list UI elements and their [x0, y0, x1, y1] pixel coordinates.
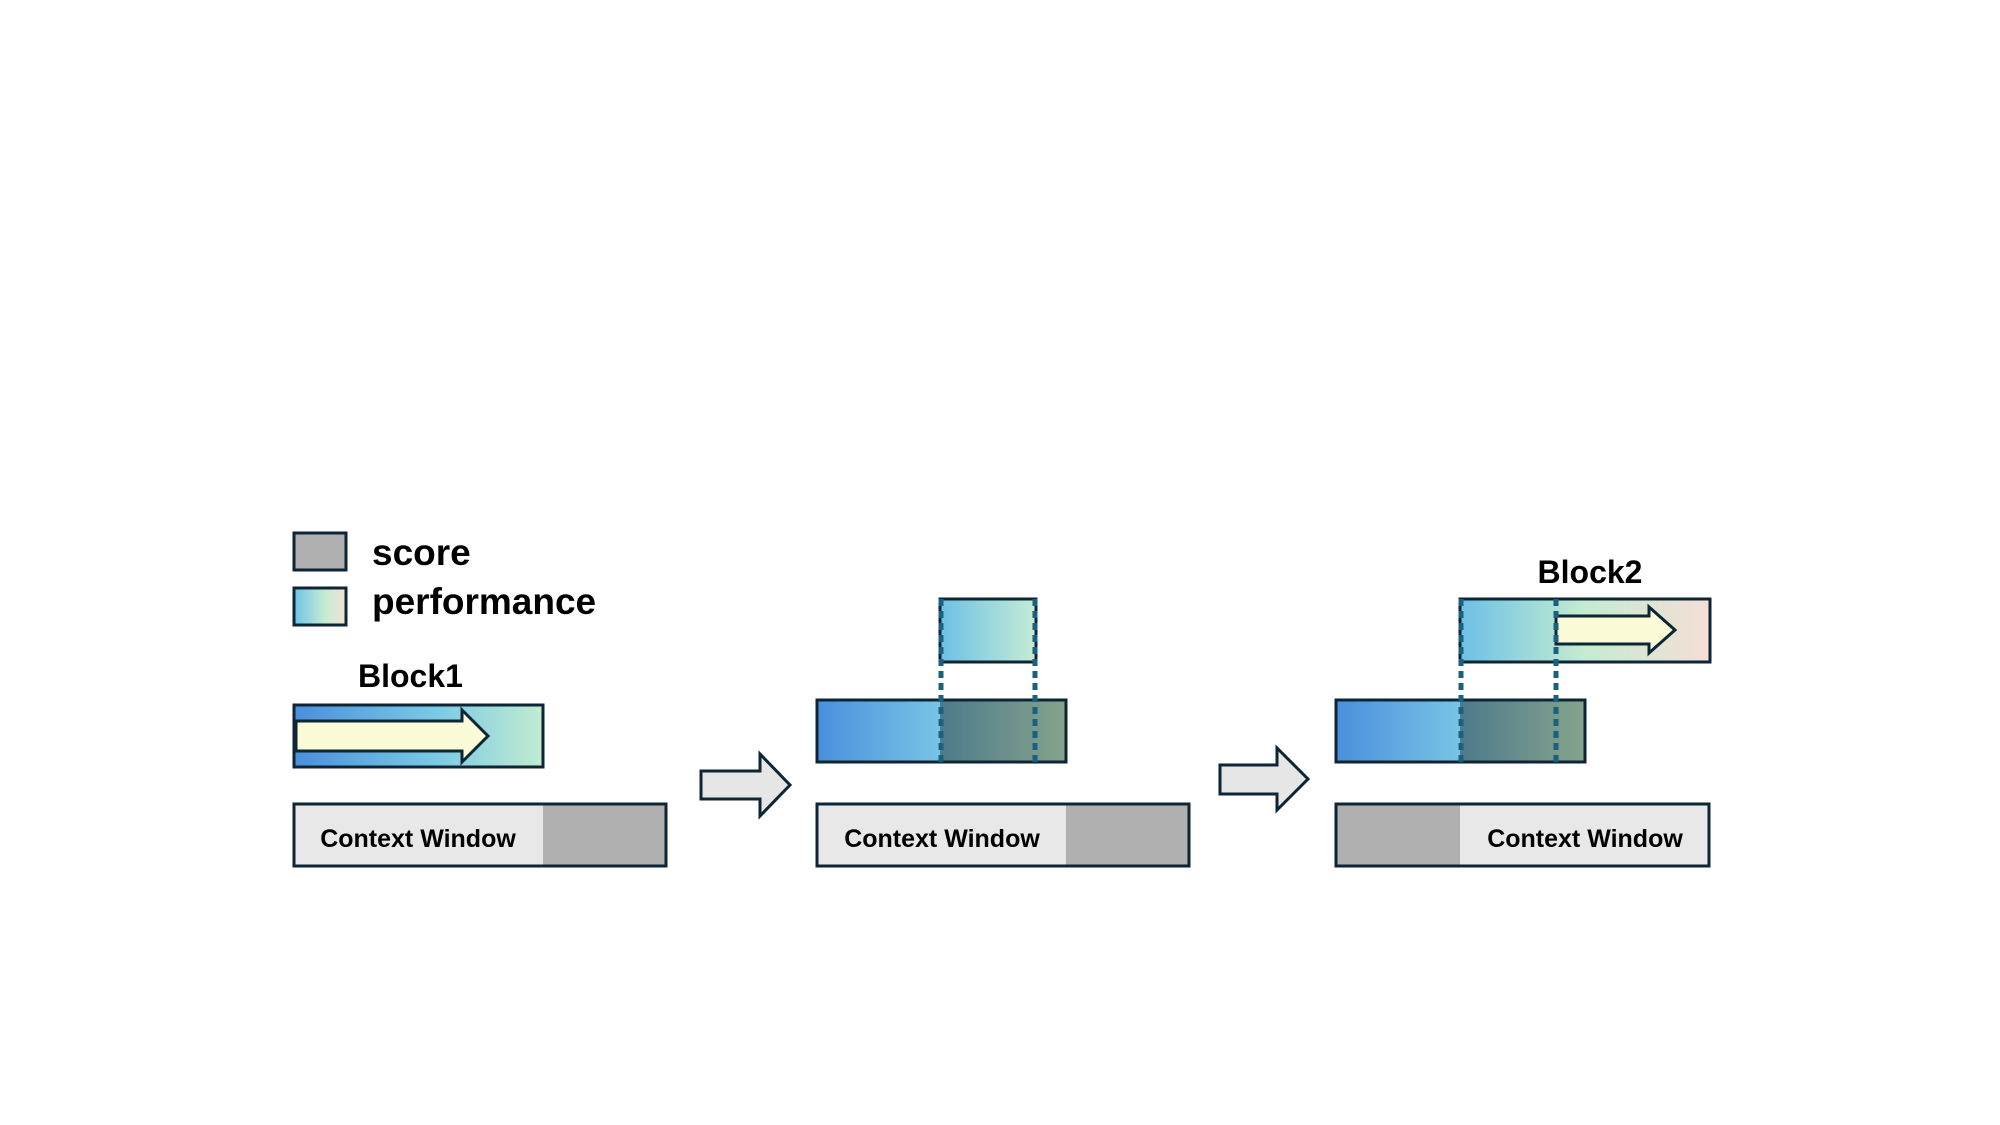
context-window-2: Context Window: [815, 802, 1191, 868]
legend: score performance: [292, 531, 596, 627]
context-window-1-label: Context Window: [320, 825, 516, 853]
context-window-1-score: [543, 804, 666, 866]
stage-2: Context Window: [815, 597, 1191, 868]
context-window-1: Context Window: [292, 802, 668, 868]
context-window-3: Context Window: [1334, 802, 1711, 868]
stage2-main-blue: [817, 700, 940, 762]
stage-3: Block2 Context Window: [1334, 554, 1712, 868]
context-window-2-label: Context Window: [844, 825, 1040, 853]
context-window-2-light: [817, 804, 1066, 866]
stage2-floating-block: [938, 597, 1038, 664]
transition-arrow-2: [1218, 744, 1311, 814]
context-window-1-border: [292, 802, 668, 868]
legend-swatch-score: [292, 531, 348, 572]
context-window-1-light: [294, 804, 543, 866]
context-window-2-score: [1066, 804, 1189, 866]
stage2-main-overlap: [940, 700, 1066, 762]
context-window-3-score: [1336, 804, 1460, 866]
context-window-2-border: [815, 802, 1191, 868]
context-window-3-border: [1334, 802, 1711, 868]
context-window-3-label: Context Window: [1487, 825, 1683, 853]
stage3-main-blue: [1336, 700, 1460, 762]
legend-label-score: score: [372, 532, 471, 573]
stage-1: Block1 Context Window: [292, 658, 668, 868]
block1-label: Block1: [358, 658, 463, 694]
block2-arrow: [1554, 603, 1678, 657]
legend-label-performance: performance: [372, 581, 596, 622]
block1-arrow: [294, 706, 491, 766]
transition-arrow-1: [699, 750, 793, 820]
legend-swatch-performance: [292, 586, 348, 627]
block2-label: Block2: [1538, 554, 1643, 590]
context-window-3-light: [1460, 804, 1709, 866]
stage3-main-overlap: [1460, 700, 1585, 762]
